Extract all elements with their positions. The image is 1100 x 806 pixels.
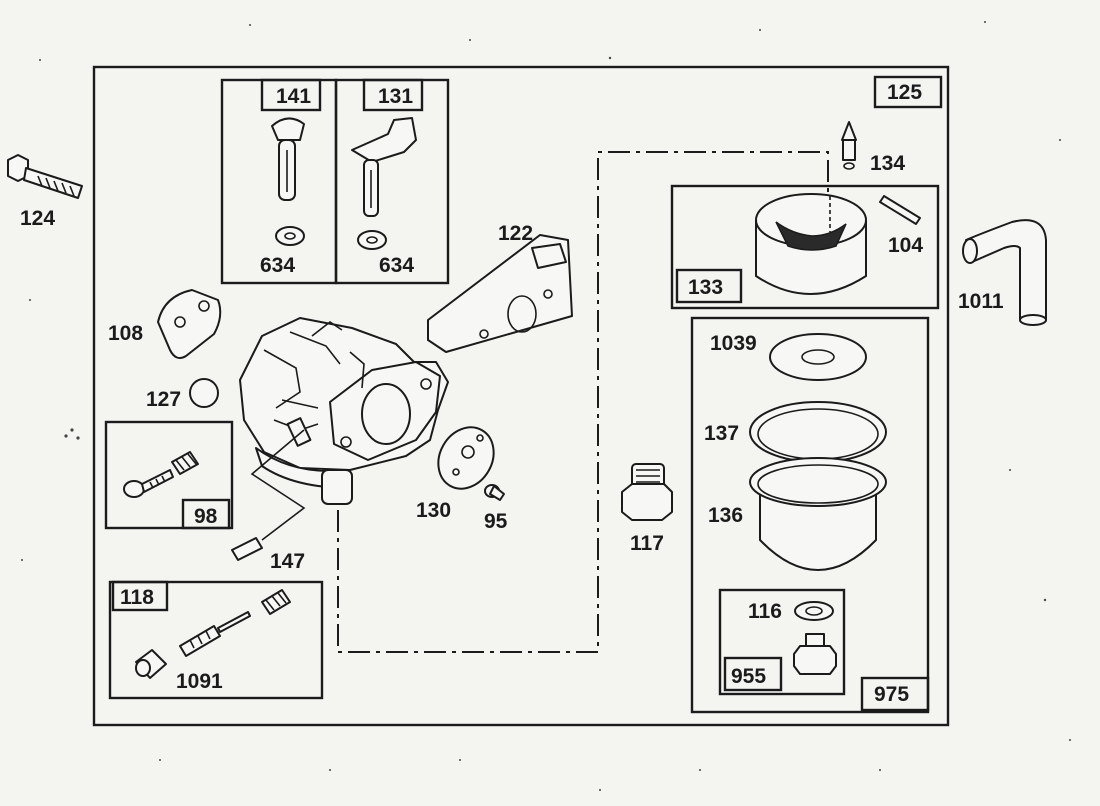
needle-134 bbox=[841, 121, 857, 170]
mixture-screw-1091 bbox=[135, 589, 291, 679]
box-133 bbox=[670, 184, 940, 310]
label-131: 131 bbox=[378, 85, 413, 108]
box-118 bbox=[108, 580, 324, 700]
label-box-133 bbox=[675, 268, 743, 304]
label-136: 136 bbox=[708, 504, 743, 527]
label-box-98 bbox=[181, 498, 231, 530]
bolt-124 bbox=[7, 154, 83, 199]
label-95: 95 bbox=[484, 510, 508, 533]
label-137: 137 bbox=[704, 422, 739, 445]
plate-108 bbox=[157, 289, 222, 359]
throttle-shaft-141 bbox=[271, 117, 305, 201]
box-98 bbox=[104, 420, 234, 530]
scan-speckles bbox=[21, 21, 1071, 791]
bowl-nut-955 bbox=[793, 633, 837, 675]
label-box-975 bbox=[860, 676, 930, 712]
label-634-b: 634 bbox=[379, 254, 414, 277]
o-ring-137 bbox=[749, 401, 887, 463]
label-117: 117 bbox=[630, 532, 664, 555]
float-133 bbox=[755, 193, 867, 295]
plate-130 bbox=[437, 426, 495, 490]
bowl-136 bbox=[749, 457, 887, 571]
carburetor-body bbox=[239, 317, 449, 505]
label-box-141 bbox=[260, 78, 322, 112]
label-955: 955 bbox=[731, 665, 766, 688]
label-134: 134 bbox=[870, 152, 905, 175]
label-141: 141 bbox=[276, 85, 311, 108]
hose-1011 bbox=[962, 219, 1047, 326]
label-box-955 bbox=[723, 656, 783, 692]
spacer-122 bbox=[427, 234, 573, 353]
wire-147 bbox=[231, 429, 306, 561]
label-127: 127 bbox=[146, 388, 181, 411]
label-133: 133 bbox=[688, 276, 723, 299]
label-104: 104 bbox=[888, 234, 923, 257]
frame-125-label-box bbox=[873, 75, 943, 109]
seal-634-a bbox=[275, 226, 305, 246]
fuel-line-dashed bbox=[337, 151, 829, 653]
label-116: 116 bbox=[748, 600, 782, 623]
label-1091: 1091 bbox=[176, 670, 223, 693]
label-125: 125 bbox=[887, 81, 922, 104]
label-130: 130 bbox=[416, 499, 451, 522]
label-98: 98 bbox=[194, 505, 218, 528]
label-1011: 1011 bbox=[958, 290, 1004, 313]
label-118: 118 bbox=[120, 586, 154, 609]
label-box-118 bbox=[111, 580, 169, 612]
label-634-a: 634 bbox=[260, 254, 295, 277]
label-975: 975 bbox=[874, 683, 909, 706]
choke-shaft-131 bbox=[351, 117, 417, 217]
label-108: 108 bbox=[108, 322, 143, 345]
label-122: 122 bbox=[498, 222, 533, 245]
label-box-131 bbox=[362, 78, 424, 112]
screw-95 bbox=[484, 484, 505, 501]
seal-127 bbox=[189, 378, 219, 408]
box-975 bbox=[690, 316, 930, 714]
gasket-1039 bbox=[769, 333, 867, 381]
label-1039: 1039 bbox=[710, 332, 757, 355]
label-124: 124 bbox=[20, 207, 55, 230]
bowl-bolt-117 bbox=[621, 463, 673, 521]
assembly-frame-125 bbox=[92, 65, 950, 727]
label-147: 147 bbox=[270, 550, 305, 573]
box-955 bbox=[718, 588, 846, 696]
pin-104 bbox=[879, 195, 921, 225]
seal-634-b bbox=[357, 230, 387, 250]
washer-116 bbox=[794, 601, 834, 621]
idle-screw-98 bbox=[123, 451, 199, 498]
